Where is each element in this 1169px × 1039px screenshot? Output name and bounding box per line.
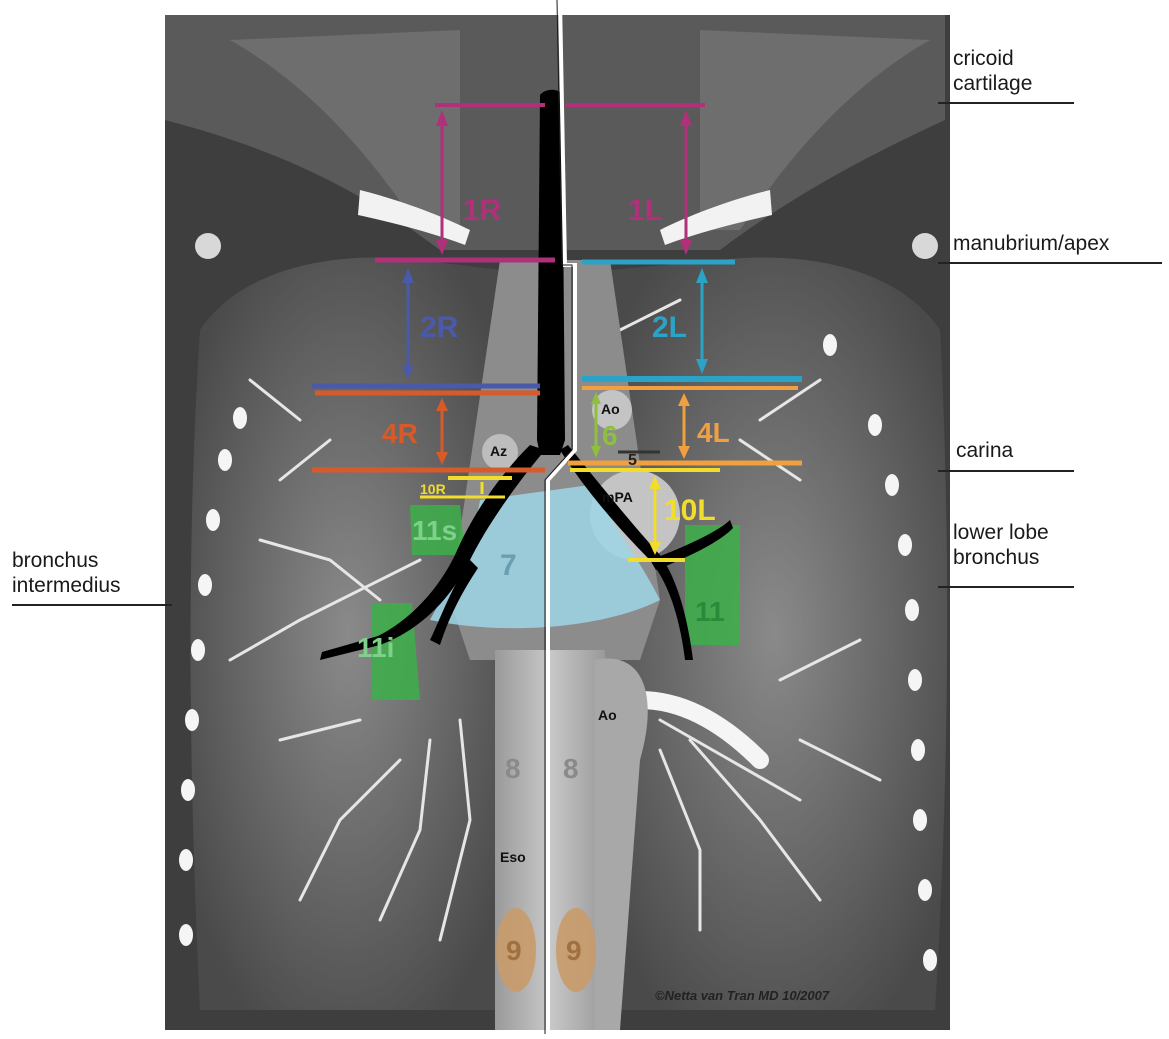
- label-cricoid-cartilage: cricoid cartilage: [953, 46, 1032, 96]
- right-lung: [191, 258, 505, 1010]
- label-station-1R: 1R: [463, 194, 502, 227]
- rule-bronchus-intermedius: [12, 604, 172, 606]
- label-station-11i: 11i: [357, 632, 394, 663]
- label-main-pulmonary-artery: mPA: [602, 489, 633, 505]
- label-bronchus-intermedius: bronchus intermedius: [12, 548, 121, 598]
- label-station-4R: 4R: [382, 418, 418, 449]
- rule-manubrium: [938, 262, 1162, 264]
- rule-lower-lobe: [938, 586, 1074, 588]
- label-manubrium-apex: manubrium/apex: [953, 231, 1109, 256]
- label-station-2R: 2R: [420, 311, 459, 344]
- artist-signature: ©Netta van Tran MD 10/2007: [655, 988, 830, 1003]
- label-station-2L: 2L: [652, 311, 687, 344]
- label-esophagus: Eso: [500, 849, 526, 865]
- label-station-10R: 10R: [420, 481, 446, 497]
- label-carina: carina: [956, 438, 1013, 463]
- label-lower-lobe-bronchus: lower lobe bronchus: [953, 520, 1049, 570]
- label-aorta-lower: Ao: [598, 707, 617, 723]
- label-station-5: 5: [628, 452, 637, 469]
- label-station-9-right: 9: [506, 935, 522, 966]
- right-humeral-head: [195, 233, 221, 259]
- label-station-11s: 11s: [412, 515, 457, 546]
- label-station-9-left: 9: [566, 935, 582, 966]
- label-station-1L: 1L: [628, 194, 663, 227]
- label-aorta-upper: Ao: [601, 401, 620, 417]
- label-station-11L: 11: [695, 596, 725, 627]
- label-azygos: Az: [490, 443, 507, 459]
- label-station-7: 7: [500, 549, 517, 582]
- rule-carina: [938, 470, 1074, 472]
- label-station-8-left: 8: [563, 753, 579, 784]
- label-station-6: 6: [602, 420, 618, 451]
- label-station-8-right: 8: [505, 753, 521, 784]
- rule-cricoid: [938, 102, 1074, 104]
- label-station-10L: 10L: [664, 494, 716, 527]
- left-humeral-head: [912, 233, 938, 259]
- label-station-4L: 4L: [697, 417, 730, 448]
- left-lung: [600, 258, 947, 1010]
